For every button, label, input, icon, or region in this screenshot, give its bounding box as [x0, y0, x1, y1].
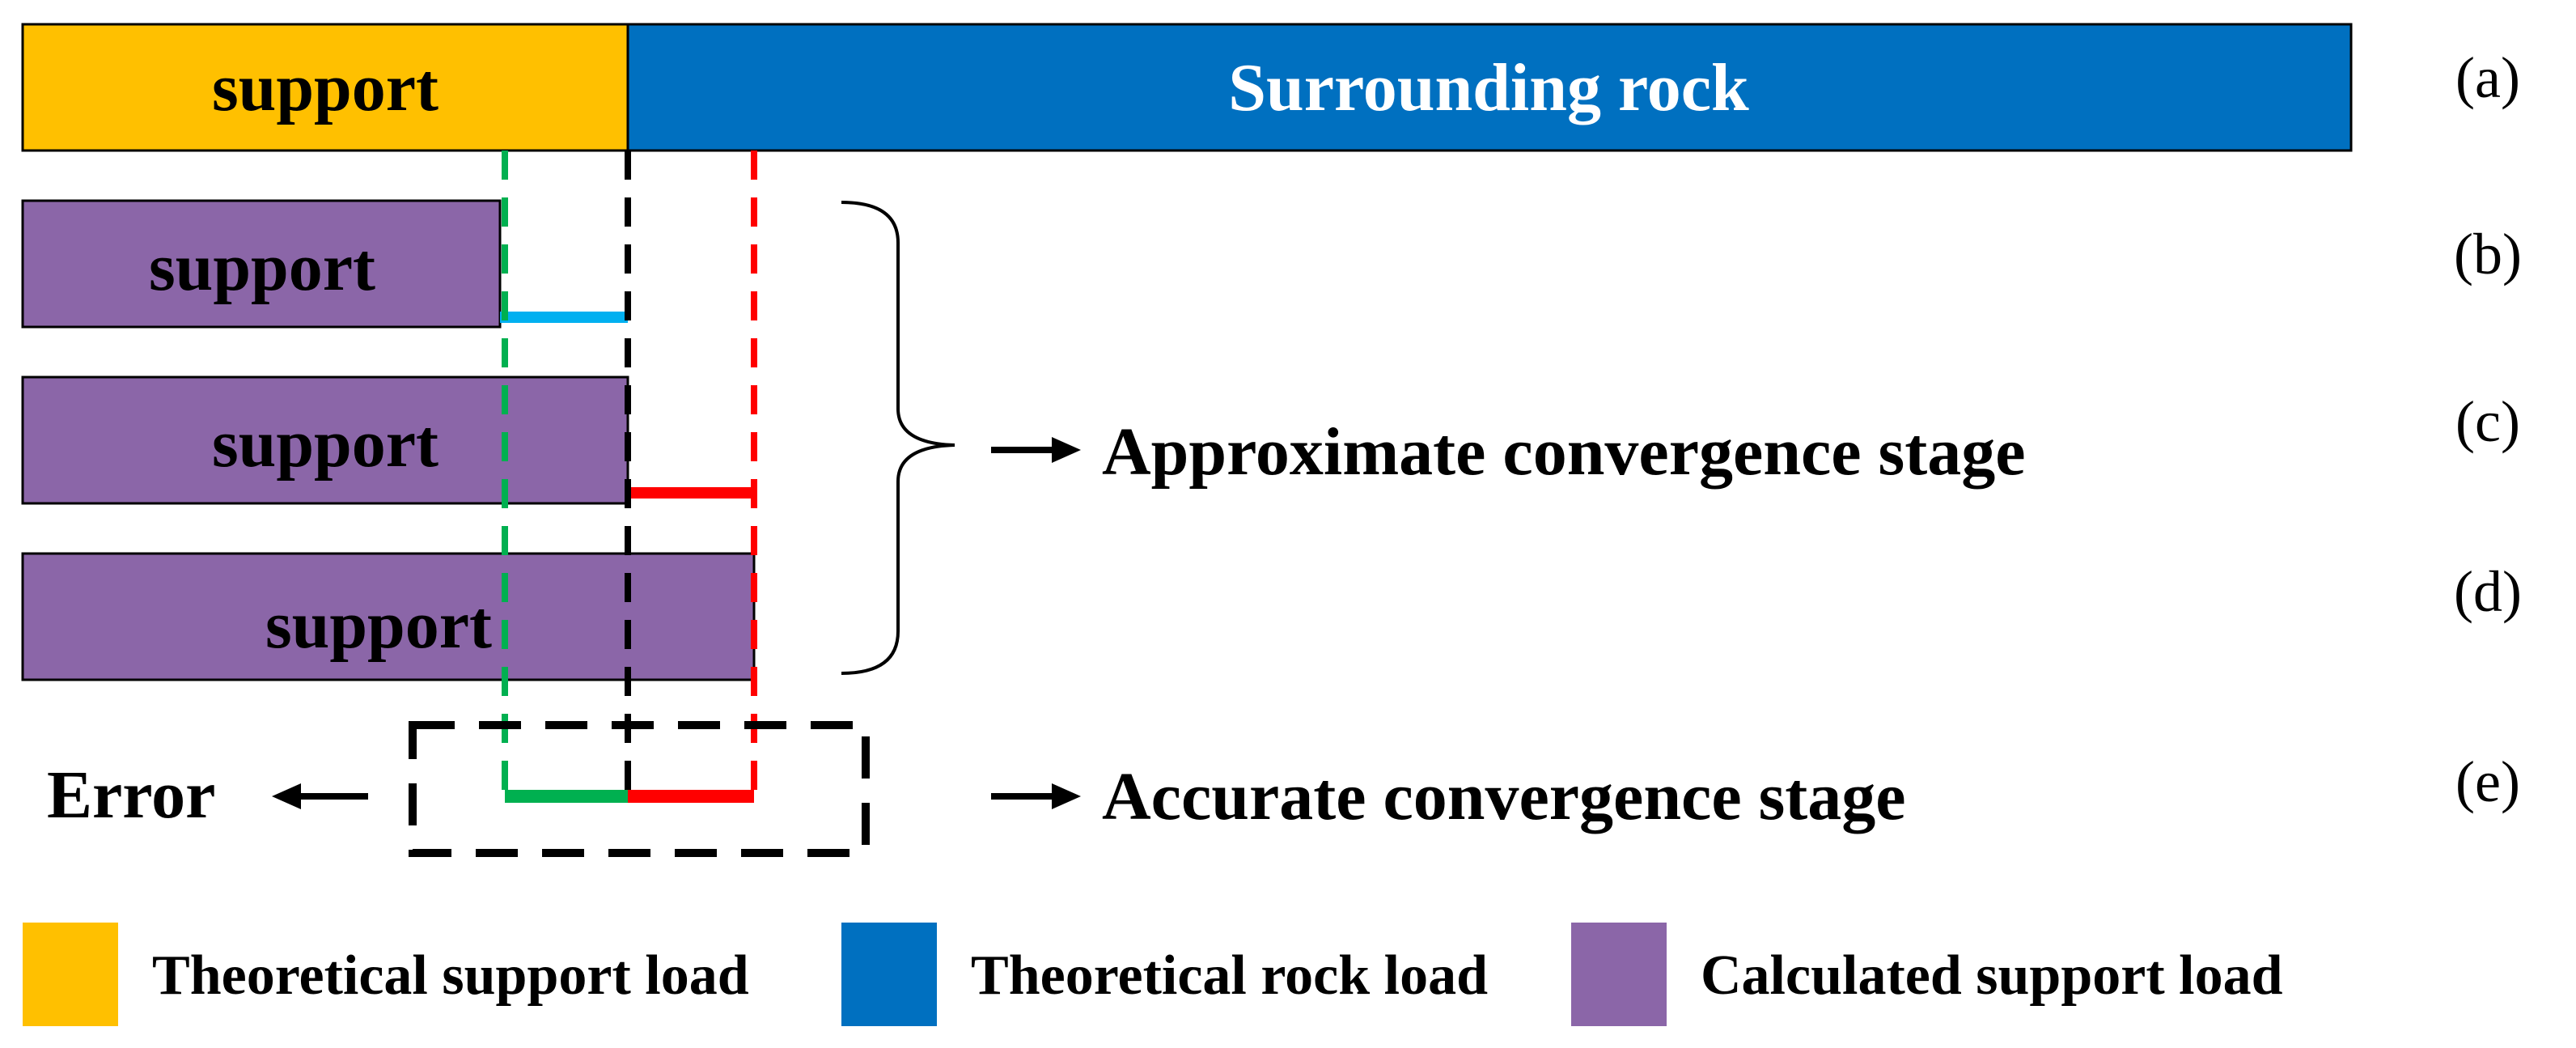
accurate-stage-text: Accurate convergence stage	[1102, 759, 1906, 834]
calculated-support-bar-b	[21, 199, 502, 329]
row-c: support (c)	[21, 375, 2520, 505]
theoretical-support-bar	[21, 23, 629, 152]
calculated-support-bar-c	[21, 375, 629, 505]
row-b: support (b)	[21, 199, 2522, 329]
row-a-support-text: support	[212, 50, 439, 125]
row-b-support-text: support	[149, 230, 375, 305]
legend: Theoretical support load Theoretical roc…	[23, 923, 2283, 1026]
legend-label-calculated-support: Calculated support load	[1701, 944, 2283, 1007]
row-c-support-text: support	[212, 406, 439, 482]
legend-swatch-calculated-support	[1571, 923, 1667, 1026]
legend-swatch-theoretical-support	[23, 923, 118, 1026]
curly-brace	[841, 201, 955, 675]
approximate-arrow	[991, 437, 1081, 463]
calculated-support-bar-d	[21, 552, 756, 681]
theoretical-rock-bar	[626, 23, 2353, 152]
error-dashed-box	[409, 721, 870, 857]
legend-swatch-theoretical-rock	[841, 923, 937, 1026]
row-e-label: (e)	[2455, 749, 2520, 814]
row-e: Error Accurate convergence stage (e)	[47, 749, 2520, 834]
approximate-stage-text: Approximate convergence stage	[1102, 414, 2026, 490]
row-b-label: (b)	[2454, 222, 2522, 286]
accurate-arrow	[991, 783, 1081, 809]
error-text: Error	[47, 757, 215, 833]
row-d-label: (d)	[2454, 559, 2522, 624]
row-a: support Surrounding rock (a)	[21, 23, 2520, 152]
legend-label-theoretical-rock: Theoretical rock load	[971, 944, 1488, 1007]
row-c-label: (c)	[2455, 389, 2520, 454]
row-a-label: (a)	[2455, 45, 2520, 110]
row-d-support-text: support	[265, 588, 492, 663]
row-a-rock-text: Surrounding rock	[1228, 50, 1749, 125]
error-arrow	[272, 783, 368, 809]
row-d: support (d)	[21, 552, 2522, 681]
legend-label-theoretical-support: Theoretical support load	[152, 944, 749, 1007]
